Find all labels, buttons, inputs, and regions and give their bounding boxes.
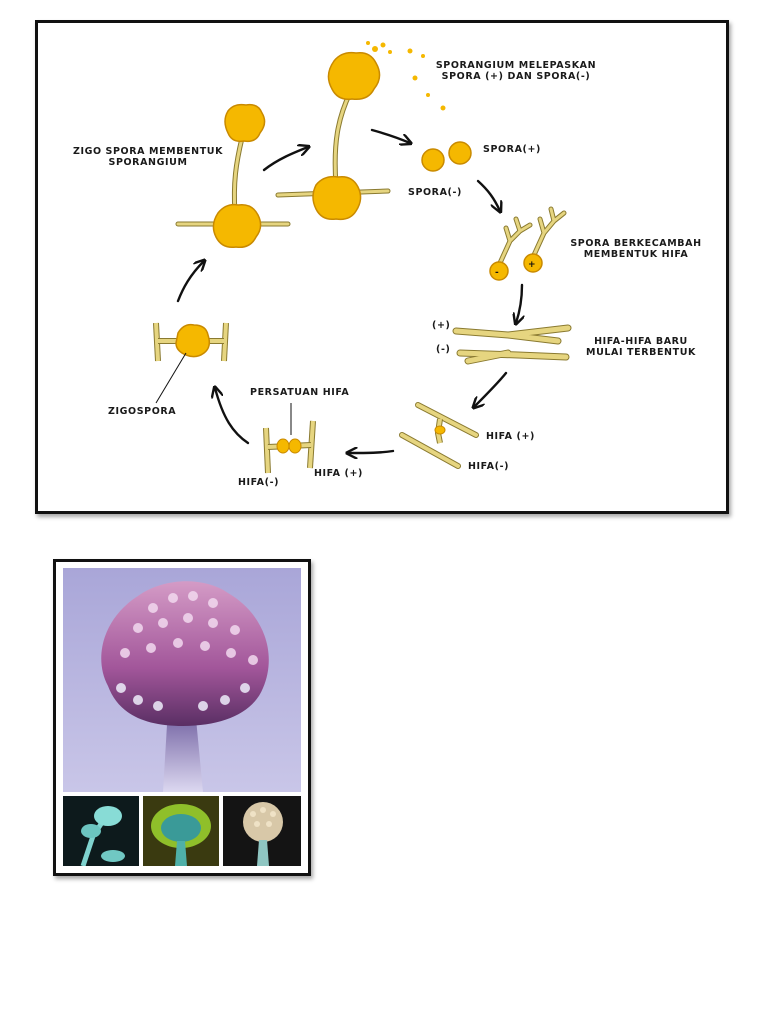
- arrow-6: [348, 451, 395, 453]
- new-hyphae: [452, 324, 572, 365]
- label-line: MULAI TERBENTUK: [586, 347, 696, 358]
- arrow-8: [176, 261, 204, 303]
- label-minus-mark: (-): [436, 344, 451, 355]
- stage-sporangium-mature: [275, 41, 446, 221]
- micrograph-green: [143, 796, 219, 866]
- zygospore: [153, 322, 229, 404]
- spores-plus-minus: [421, 141, 472, 172]
- label-persatuan-hifa: PERSATUAN HIFA: [250, 387, 350, 398]
- life-cycle-diagram: - +: [35, 20, 729, 514]
- arrow-3: [476, 179, 500, 211]
- label-sporangium-melepaskan: SPORANGIUM MELEPASKAN SPORA (+) DAN SPOR…: [426, 60, 606, 82]
- label-line: HIFA-HIFA BARU: [594, 336, 688, 347]
- label-line: MEMBENTUK HIFA: [583, 249, 689, 260]
- label-hifa-plus-bottom: HIFA (+): [314, 468, 363, 479]
- label-hifa-minus-right: HIFA(-): [468, 461, 510, 472]
- hyphae-meeting: [399, 402, 479, 469]
- arrow-1: [262, 147, 308, 172]
- arrow-5: [474, 371, 508, 407]
- label-hifa-plus-right: HIFA (+): [486, 431, 535, 442]
- label-hifa-baru: HIFA-HIFA BARU MULAI TERBENTUK: [576, 336, 706, 358]
- label-spora-plus: SPORA(+): [483, 144, 541, 155]
- svg-text:-: -: [495, 268, 499, 278]
- hyphal-fusion: [263, 403, 316, 474]
- label-hifa-minus-bottom: HIFA(-): [238, 477, 280, 488]
- label-line: SPORA (+) DAN SPORA(-): [441, 71, 591, 82]
- label-line: ZIGO SPORA MEMBENTUK: [72, 146, 224, 157]
- main-micrograph: [63, 568, 301, 792]
- label-spora-minus: SPORA(-): [408, 187, 462, 198]
- label-spora-berkecambah: SPORA BERKECAMBAH MEMBENTUK HIFA: [566, 238, 706, 260]
- svg-text:+: +: [528, 260, 536, 270]
- arrow-2: [370, 128, 410, 143]
- arrow-7: [215, 388, 250, 445]
- label-plus-mark: (+): [432, 320, 451, 331]
- arrow-4: [516, 283, 522, 323]
- label-line: SPORA BERKECAMBAH: [570, 238, 702, 249]
- micrograph-beige: [223, 796, 301, 866]
- stage-zigospora-sporangium: [175, 103, 291, 249]
- micrograph-penicillium: [63, 796, 139, 866]
- label-zigospora-membentuk: ZIGO SPORA MEMBENTUK SPORANGIUM: [68, 146, 228, 168]
- germinating-spores: - +: [489, 206, 567, 281]
- life-cycle-illustration: - +: [153, 41, 572, 474]
- label-zigospora: ZIGOSPORA: [108, 406, 177, 417]
- label-line: SPORANGIUM MELEPASKAN: [435, 60, 597, 71]
- label-line: SPORANGIUM: [108, 157, 188, 168]
- fungus-photo-collage: [53, 559, 311, 876]
- cycle-arrows: [176, 128, 522, 453]
